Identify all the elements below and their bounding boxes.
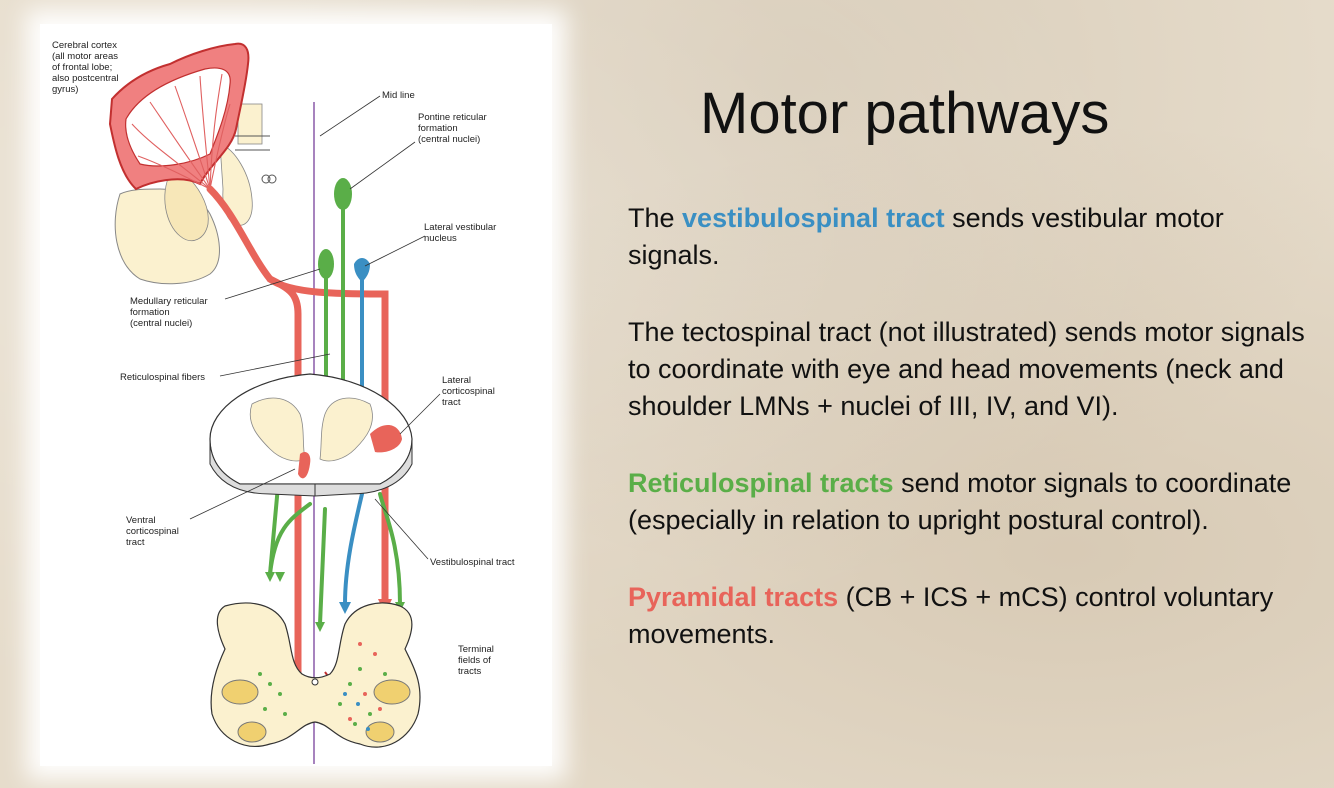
pontine-nucleus (334, 178, 352, 210)
paragraph-pyramidal: Pyramidal tracts (CB + ICS + mCS) contro… (628, 582, 1274, 649)
label-reticulospinal-fibers: Reticulospinal fibers (120, 372, 205, 383)
label-ventral-cs: Ventral corticospinal tract (126, 515, 181, 548)
highlight-reticulospinal: Reticulospinal tracts (628, 468, 894, 498)
label-medullary: Medullary reticular formation (central n… (130, 296, 210, 329)
label-terminal: Terminal fields of tracts (458, 644, 497, 677)
label-lateral-vestibular: Lateral vestibular nucleus (424, 222, 499, 244)
terminal-fields (210, 602, 421, 748)
leader-lines (189, 95, 441, 560)
highlight-pyramidal: Pyramidal tracts (628, 582, 839, 612)
brain-section (114, 103, 277, 285)
medullary-nucleus (318, 249, 334, 279)
cerebral-cortex-fan (108, 42, 250, 191)
label-cerebral-cortex: Cerebral cortex (all motor areas of fron… (52, 40, 121, 95)
paragraph-tectospinal: The tectospinal tract (not illustrated) … (628, 317, 1305, 421)
highlight-vestibulospinal: vestibulospinal tract (682, 203, 945, 233)
lateral-vestibular-nucleus (354, 258, 370, 282)
label-pontine: Pontine reticular formation (central nuc… (418, 112, 489, 145)
label-vestibulospinal: Vestibulospinal tract (430, 557, 515, 568)
paragraph-reticulospinal: Reticulospinal tracts send motor signals… (628, 468, 1292, 535)
label-lateral-cs: Lateral corticospinal tract (442, 375, 497, 408)
paragraph-vestibulospinal: The vestibulospinal tract sends vestibul… (628, 203, 1224, 270)
slide-title: Motor pathways (700, 81, 1110, 146)
diagram-panel: Cerebral cortex (all motor areas of fron… (40, 24, 552, 766)
text-panel: The vestibulospinal tract sends vestibul… (628, 200, 1318, 693)
label-mid-line: Mid line (382, 90, 415, 101)
motor-pathways-diagram: Cerebral cortex (all motor areas of fron… (52, 40, 515, 764)
